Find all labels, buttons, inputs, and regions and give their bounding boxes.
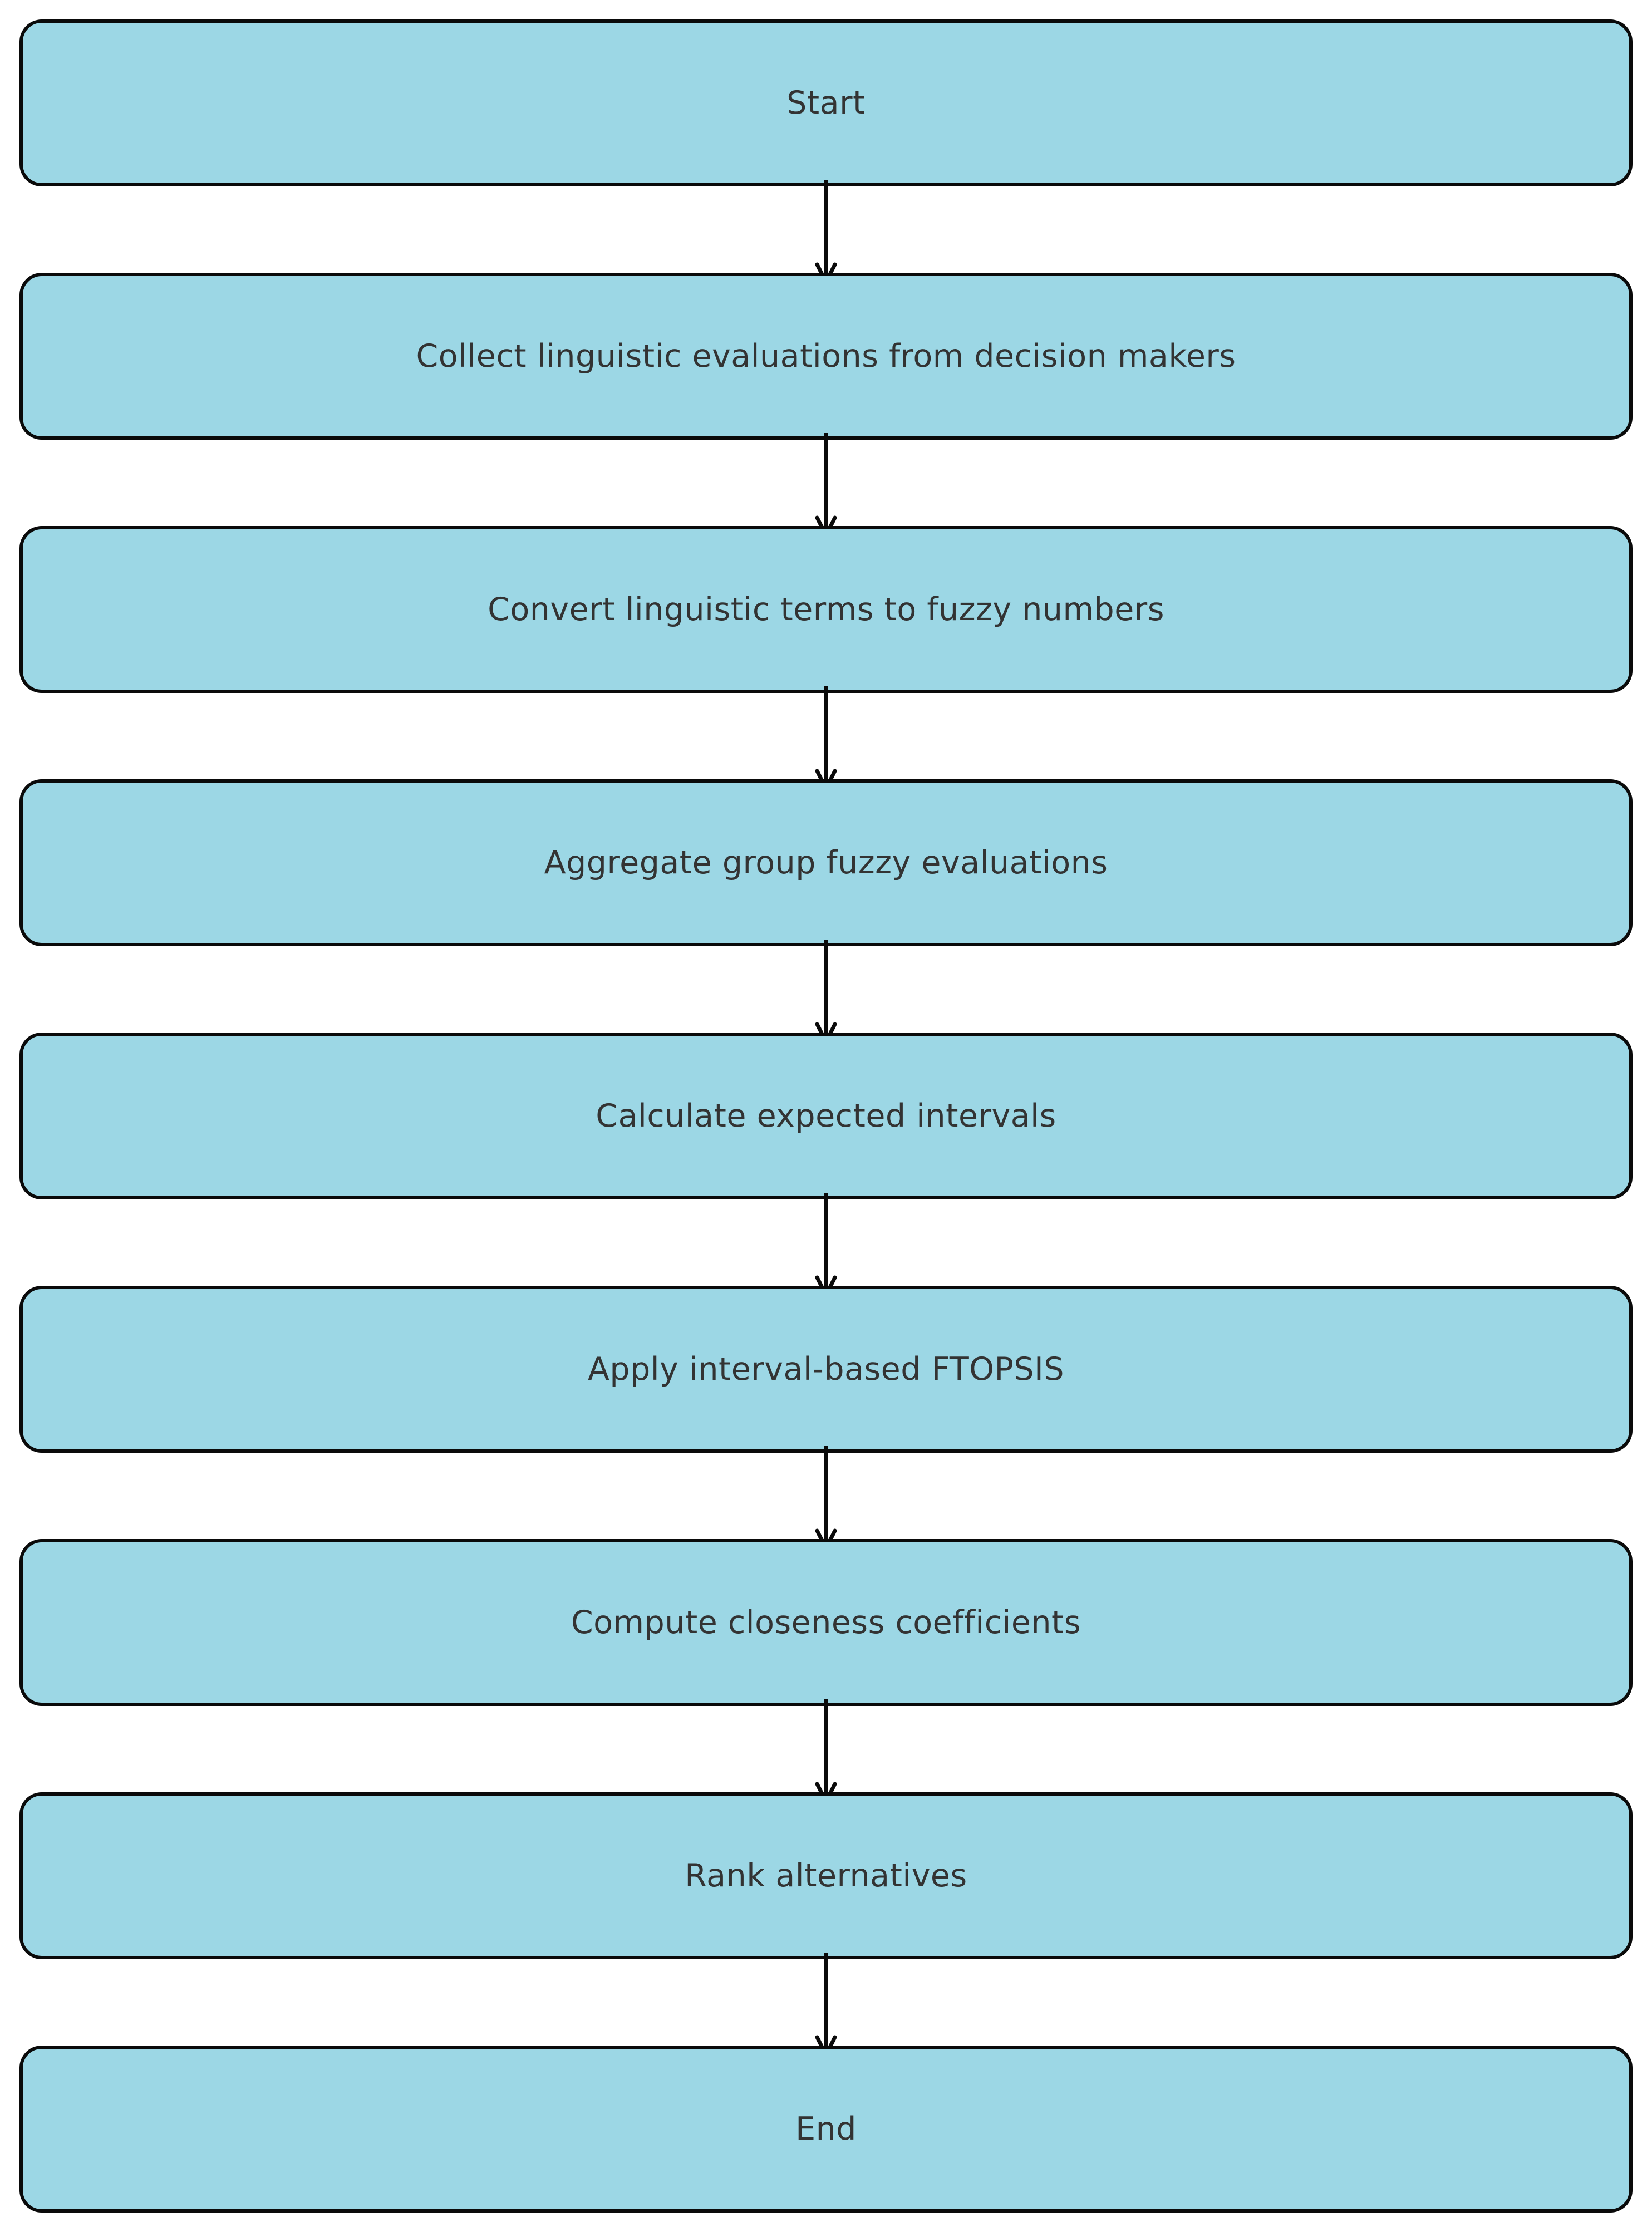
flow-arrow-2 [815,433,837,538]
flow-node-end: End [19,2046,1633,2213]
flow-arrow-5 [815,1193,837,1297]
flow-node-aggregate: Aggregate group fuzzy evaluations [19,779,1633,946]
flow-arrow-8 [815,1953,837,2057]
flow-arrow-4 [815,940,837,1044]
flow-arrow-7 [815,1699,837,1804]
flow-node-ftopsis-label: Apply interval-based FTOPSIS [587,1350,1065,1388]
flow-node-end-label: End [795,2110,857,2147]
flow-node-closeness: Compute closeness coefficients [19,1539,1633,1706]
flow-node-convert-terms: Convert linguistic terms to fuzzy number… [19,526,1633,693]
flow-arrow-1 [815,180,837,284]
flow-node-rank-label: Rank alternatives [685,1857,967,1894]
flow-arrow-6 [815,1446,837,1551]
flow-node-expected-intervals-label: Calculate expected intervals [596,1097,1056,1134]
flow-node-expected-intervals: Calculate expected intervals [19,1033,1633,1199]
flow-node-ftopsis: Apply interval-based FTOPSIS [19,1286,1633,1453]
flow-arrow-3 [815,686,837,791]
flow-node-start: Start [19,19,1633,186]
flow-node-aggregate-label: Aggregate group fuzzy evaluations [544,844,1108,881]
flow-node-start-label: Start [786,84,866,121]
flow-node-convert-label: Convert linguistic terms to fuzzy number… [488,591,1164,628]
flow-node-rank: Rank alternatives [19,1792,1633,1959]
flow-node-collect-label: Collect linguistic evaluations from deci… [416,337,1236,375]
flow-node-closeness-label: Compute closeness coefficients [571,1604,1081,1641]
flow-node-collect-evaluations: Collect linguistic evaluations from deci… [19,273,1633,440]
